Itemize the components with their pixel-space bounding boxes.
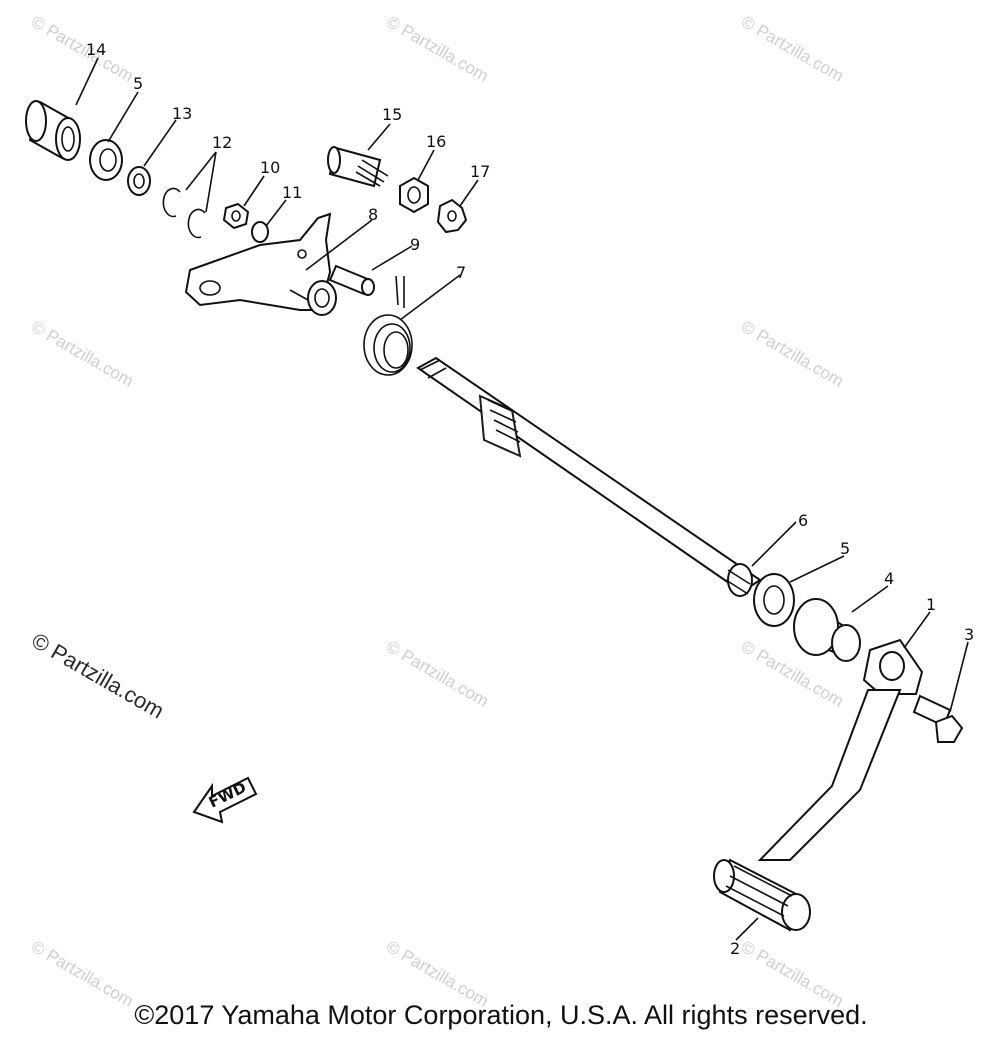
- forward-direction-arrow: FWD: [192, 776, 258, 824]
- callout-14: 14: [86, 40, 106, 59]
- part-13-washer: [127, 166, 151, 196]
- callout-9: 9: [410, 235, 420, 254]
- part-12-circlips: [162, 187, 206, 239]
- part-11-washer: [251, 221, 269, 243]
- callout-1: 1: [926, 595, 936, 614]
- part-5-oil-seal: [89, 139, 123, 181]
- callout-13: 13: [172, 104, 192, 123]
- watermark: © Partzilla.com: [28, 12, 137, 86]
- part-5-oil-seal: [753, 573, 795, 627]
- part-14-bush: [25, 100, 81, 161]
- part-16-nut: [399, 176, 429, 214]
- part-2-pedal-rubber: [713, 858, 811, 932]
- watermark: © Partzilla.com: [383, 12, 492, 86]
- watermark: © Partzilla.com: [738, 317, 847, 391]
- callout-15: 15: [382, 105, 402, 124]
- callout-11: 11: [282, 183, 302, 202]
- callout-3: 3: [964, 625, 974, 644]
- leader-lines: [75, 57, 969, 941]
- watermark-main: © Partzilla.com: [28, 628, 169, 724]
- callout-2: 2: [730, 939, 740, 958]
- watermark: © Partzilla.com: [383, 637, 492, 711]
- watermark: © Partzilla.com: [28, 317, 137, 391]
- part-7-spring: [363, 275, 413, 376]
- callouts: 14 5 13 12 10 11 8 9 7 15 16 17 6 5 4 1 …: [86, 40, 974, 958]
- callout-12: 12: [212, 133, 232, 152]
- part-9-pin: [328, 264, 375, 296]
- watermark: © Partzilla.com: [738, 12, 847, 86]
- part-4-cover: [793, 598, 861, 662]
- part-17-lock-washer: [436, 198, 468, 234]
- part-6-shift-shaft: [416, 356, 762, 597]
- part-10-nut: [222, 202, 250, 230]
- callout-8: 8: [368, 205, 378, 224]
- part-8-shift-arm: [184, 212, 337, 316]
- callout-16: 16: [426, 132, 446, 151]
- part-1-shift-pedal: [757, 638, 924, 861]
- callout-7: 7: [456, 263, 466, 282]
- part-15-bolt: [327, 146, 389, 188]
- callout-17: 17: [470, 162, 490, 181]
- callout-5: 5: [133, 74, 143, 93]
- callout-4: 4: [884, 569, 894, 588]
- callout-10: 10: [260, 158, 280, 177]
- callout-5: 5: [840, 539, 850, 558]
- copyright-notice: ©2017 Yamaha Motor Corporation, U.S.A. A…: [134, 1000, 868, 1030]
- part-3-bolt: [912, 694, 964, 743]
- callout-6: 6: [798, 511, 808, 530]
